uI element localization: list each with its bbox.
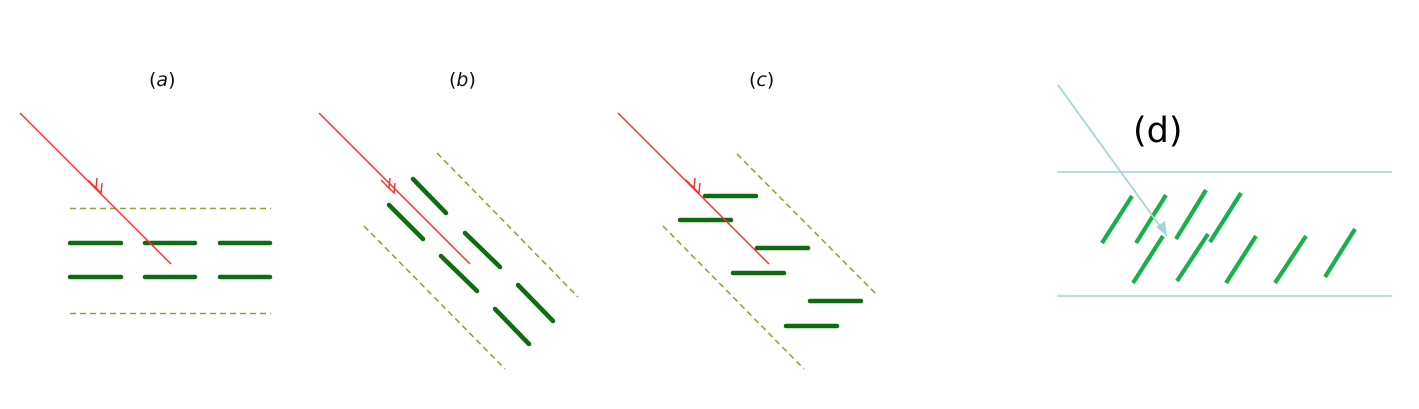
platelet xyxy=(410,176,449,216)
panel-b: (b) xyxy=(318,69,579,370)
platelet xyxy=(1224,234,1258,285)
boundary-top xyxy=(436,152,579,298)
ray xyxy=(19,112,172,265)
panel-d-label: (d) xyxy=(1133,111,1183,151)
platelet xyxy=(1174,188,1208,241)
platelet xyxy=(386,202,426,242)
platelet xyxy=(1273,234,1308,285)
platelet xyxy=(438,253,480,294)
boundary-bottom xyxy=(662,225,805,370)
ray xyxy=(617,112,770,265)
platelets-a xyxy=(67,240,273,280)
panel-c-label: (c) xyxy=(749,69,774,91)
platelets-c xyxy=(677,193,864,329)
platelet xyxy=(1175,232,1210,283)
platelet xyxy=(1323,227,1357,279)
panel-a: (a) xyxy=(19,69,273,315)
light-ray-b xyxy=(318,112,471,265)
platelet xyxy=(515,282,556,324)
platelets-b xyxy=(386,176,556,347)
arrow-head-icon xyxy=(690,182,701,195)
boundary-top xyxy=(736,153,879,297)
platelet xyxy=(1131,234,1165,285)
platelet xyxy=(462,230,503,270)
platelet xyxy=(492,306,532,347)
panel-c: (c) xyxy=(617,69,879,370)
platelet xyxy=(1208,191,1243,244)
light-ray-a xyxy=(19,112,172,265)
platelet xyxy=(1100,194,1134,245)
panel-d: (d) xyxy=(1057,84,1392,297)
light-ray-c xyxy=(617,112,770,265)
light-ray-d xyxy=(1057,84,1168,237)
platelet xyxy=(1134,193,1168,245)
ray xyxy=(1057,84,1168,237)
panel-b-label: (b) xyxy=(449,69,476,91)
boundary-bottom xyxy=(363,225,506,370)
arrow-head-icon xyxy=(1156,221,1167,236)
panel-a-label: (a) xyxy=(149,69,176,91)
arrow-head-icon xyxy=(92,182,103,195)
platelets-d xyxy=(1100,188,1357,285)
arrow-head-icon xyxy=(385,182,396,195)
